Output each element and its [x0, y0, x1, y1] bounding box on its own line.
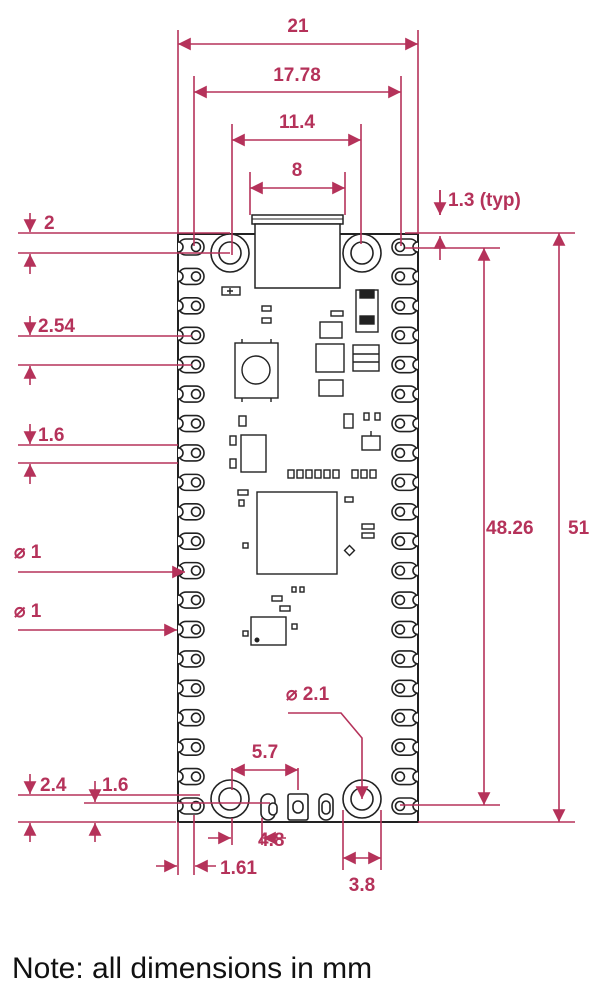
dim-usb-overhang: 1.3 (typ)	[448, 190, 521, 211]
header-pin	[177, 679, 205, 698]
header-pin	[391, 502, 419, 521]
debug-pads	[260, 793, 334, 821]
dim-mount-slot-width: 3.8	[349, 875, 375, 896]
header-pin	[391, 414, 419, 433]
header-pin	[177, 297, 205, 315]
dimension-labels: 21 17.78 11.4 8 1.3 (typ) 2 2.54 1.6 ⌀ 1…	[14, 16, 590, 896]
header-pin	[177, 738, 205, 756]
dim-bottom-pad: 1.6	[102, 775, 128, 796]
header-pin	[391, 355, 419, 374]
dim-usb-receptacle-width: 8	[292, 160, 303, 181]
header-pin	[177, 532, 205, 551]
header-pin	[177, 414, 205, 433]
header-pin	[391, 385, 419, 403]
dim-debug-offset: 4.8	[258, 830, 284, 851]
header-pin	[177, 591, 205, 609]
components	[221, 286, 381, 646]
rp2040-chip	[256, 491, 338, 575]
header-pin	[177, 444, 205, 462]
header-pin	[391, 679, 419, 698]
header-pin	[391, 738, 419, 756]
header-pin	[391, 591, 419, 609]
header-pin	[177, 650, 205, 668]
dim-pad-height: 1.6	[38, 425, 64, 446]
header-pin	[391, 297, 419, 315]
dim-usb-connector-width: 11.4	[279, 112, 315, 133]
header-pin	[177, 473, 205, 492]
dim-hole-pitch-x: 17.78	[273, 65, 321, 86]
header-pin	[391, 708, 419, 727]
dim-top-margin: 2	[44, 213, 55, 234]
bootsel-button	[234, 339, 279, 402]
header-pin	[391, 532, 419, 551]
dim-hole-diameter-a: ⌀ 1	[14, 542, 42, 563]
header-pin	[391, 620, 419, 639]
dimension-annotations	[18, 30, 575, 875]
header-pin	[177, 502, 205, 521]
header-pin	[177, 385, 205, 403]
dim-hole-pitch-y: 48.26	[486, 518, 534, 539]
header-pin	[391, 238, 419, 256]
usb-connector	[251, 214, 344, 289]
header-pin	[391, 767, 419, 786]
units-note: Note: all dimensions in mm	[12, 952, 373, 985]
dim-board-width: 21	[287, 16, 309, 37]
dim-debug-pin-span: 5.7	[252, 742, 278, 763]
dim-mounting-hole-diameter: ⌀ 2.1	[286, 684, 330, 705]
mounting-hole-bottom-left	[210, 779, 250, 819]
mounting-hole-top-right	[342, 233, 382, 273]
header-pin	[391, 650, 419, 668]
header-pin	[177, 561, 205, 580]
dim-bottom-offset: 2.4	[40, 775, 67, 796]
header-pin	[391, 473, 419, 492]
header-pin	[391, 797, 419, 815]
board-dimension-drawing: 21 17.78 11.4 8 1.3 (typ) 2 2.54 1.6 ⌀ 1…	[14, 16, 590, 896]
left-pin-header	[177, 238, 205, 815]
pico-board	[177, 214, 419, 823]
header-pin	[391, 444, 419, 462]
header-pin	[391, 326, 419, 345]
dim-pin-pitch: 2.54	[38, 316, 75, 337]
header-pin	[391, 267, 419, 286]
header-pin	[391, 561, 419, 580]
dim-board-length: 51	[568, 518, 590, 539]
dim-hole-diameter-b: ⌀ 1	[14, 601, 42, 622]
header-pin	[177, 797, 205, 815]
right-pin-header	[391, 238, 419, 815]
header-pin	[177, 708, 205, 727]
header-pin	[177, 620, 205, 639]
header-pin	[177, 767, 205, 786]
header-pin	[177, 267, 205, 286]
dim-edge-offset: 1.61	[220, 858, 257, 879]
header-pin	[177, 238, 205, 256]
